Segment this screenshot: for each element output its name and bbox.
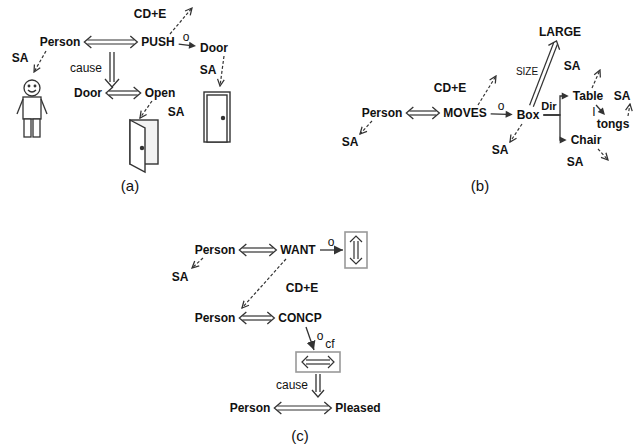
- concept-term: PUSH: [139, 35, 176, 49]
- term-text: Pleased: [335, 401, 380, 415]
- annotation-label: SA: [172, 270, 189, 284]
- edge-label: o: [183, 30, 190, 44]
- term-text: MOVES: [443, 106, 486, 120]
- concept-term: Open: [143, 86, 178, 100]
- concept-term: LARGE: [537, 25, 583, 39]
- concept-term: Person: [360, 106, 405, 120]
- term-text: CONCP: [278, 311, 321, 325]
- term-text: LARGE: [539, 25, 581, 39]
- annotation-label: SA: [564, 59, 581, 73]
- term-text: Open: [145, 86, 176, 100]
- concept-term: Person: [193, 311, 238, 325]
- term-text: Person: [40, 35, 81, 49]
- term-text: Box: [517, 108, 540, 122]
- concept-term: CONCP: [276, 311, 323, 325]
- annotation-label: CD+E: [286, 281, 318, 295]
- annotation-label: (a): [121, 179, 139, 193]
- term-text: tongs: [597, 117, 630, 131]
- annotation-label: (b): [471, 179, 489, 193]
- annotation-label: (c): [291, 429, 309, 443]
- annotation-label: SA: [168, 105, 185, 119]
- term-text: Door: [200, 41, 228, 55]
- concept-term: WANT: [278, 243, 317, 257]
- arrow-link: [596, 105, 605, 115]
- edge-label: SIZE: [516, 65, 538, 79]
- double-arrow-link: [274, 402, 331, 414]
- annotation-label: SA: [12, 51, 29, 65]
- concept-term: tongs: [595, 117, 632, 131]
- annotation-label: o: [328, 235, 335, 249]
- open-door-picture: [130, 120, 158, 172]
- annotation-label: CD+E: [134, 7, 166, 21]
- annotation-label: SA: [492, 143, 509, 157]
- concept-term: Door: [198, 41, 230, 55]
- double-arrow-link: [239, 244, 276, 256]
- concept-term: Person: [228, 401, 273, 415]
- concept-term: Pleased: [333, 401, 382, 415]
- annotation-label: cause: [70, 61, 102, 75]
- closed-door-picture: [204, 92, 230, 142]
- term-text: Person: [230, 401, 271, 415]
- annotation-label: SA: [342, 135, 359, 149]
- annotation-label: cf: [325, 337, 334, 351]
- term-text: WANT: [280, 243, 315, 257]
- term-text: PUSH: [141, 35, 174, 49]
- edge-label: o: [498, 99, 505, 113]
- concept-term: Person: [193, 243, 238, 257]
- arrow-link: [543, 115, 566, 144]
- annotation-label: SA: [567, 155, 584, 169]
- concept-term: Box: [515, 108, 542, 122]
- concept-term: Table: [571, 89, 605, 103]
- double-arrow-link: [406, 107, 439, 119]
- cause-arrow: [312, 374, 324, 397]
- sa-leader-lines: [34, 8, 630, 308]
- embedded-conceptualization-box: [345, 232, 367, 268]
- concept-term: Person: [38, 35, 83, 49]
- annotation-label: o: [317, 329, 324, 343]
- concept-term: MOVES: [441, 106, 488, 120]
- double-arrow-link: [106, 87, 141, 99]
- person-figure: [17, 80, 47, 137]
- term-text: Table: [573, 89, 603, 103]
- concept-term: Door: [72, 86, 104, 100]
- annotation-label: CD+E: [434, 81, 466, 95]
- double-arrow-link: [84, 36, 137, 48]
- conceptualization-arrows: [306, 250, 343, 350]
- edge-label: I: [592, 105, 595, 119]
- annotation-label: SA: [200, 63, 217, 77]
- term-text: Person: [362, 106, 403, 120]
- annotation-label: cause: [276, 378, 308, 392]
- annotation-label: Dir: [541, 99, 556, 113]
- embedded-conceptualization-box: [296, 352, 340, 372]
- double-arrow-link: [239, 312, 274, 324]
- term-text: Door: [74, 86, 102, 100]
- term-text: Person: [195, 243, 236, 257]
- term-text: Person: [195, 311, 236, 325]
- term-text: Chair: [571, 133, 602, 147]
- annotation-label: SA: [614, 89, 631, 103]
- cause-arrow: [105, 52, 119, 87]
- concept-term: Chair: [569, 133, 604, 147]
